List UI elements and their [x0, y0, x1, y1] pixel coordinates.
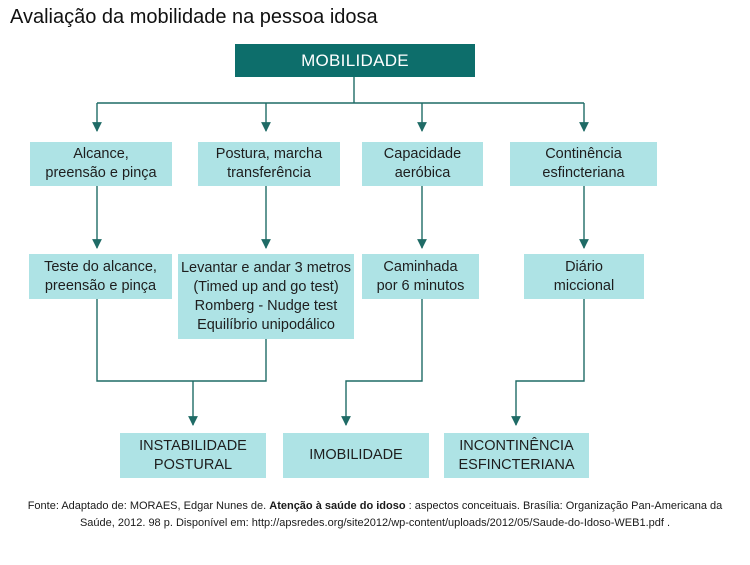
citation-suffix: : aspectos conceituais. Brasília: Organi…	[79, 500, 723, 529]
connector-test-2-merge	[193, 339, 267, 382]
outcome-label: IMOBILIDADE	[309, 447, 403, 463]
root-node-mobilidade: MOBILIDADE	[235, 44, 475, 77]
category-node-continencia: Continência esfincteriana	[510, 142, 657, 186]
outcome-node-incontinencia: INCONTINÊNCIA ESFINCTERIANA	[444, 433, 589, 478]
citation-prefix: Fonte: Adaptado de: MORAES, Edgar Nunes …	[27, 500, 270, 512]
test-node-alcance: Teste do alcance, preensão e pinça	[29, 254, 172, 299]
test-label: Levantar e andar 3 metros (Timed up and …	[180, 259, 352, 333]
category-label: Continência esfincteriana	[542, 146, 625, 181]
category-label: Alcance, preensão e pinça	[45, 146, 157, 181]
root-node-label: MOBILIDADE	[301, 50, 409, 70]
diagram-title: Avaliação da mobilidade na pessoa idosa	[10, 6, 378, 28]
test-label: Teste do alcance, preensão e pinça	[44, 258, 157, 294]
test-node-levantar-andar: Levantar e andar 3 metros (Timed up and …	[178, 254, 354, 339]
category-node-capacidade-aerobica: Capacidade aeróbica	[362, 142, 483, 186]
citation-title: Atenção à saúde do idoso	[269, 500, 406, 512]
test-label: Diário miccional	[553, 258, 615, 294]
test-label: Caminhada por 6 minutos	[376, 258, 465, 294]
category-node-alcance: Alcance, preensão e pinça	[30, 142, 172, 186]
outcome-label: INSTABILIDADE POSTURAL	[139, 437, 247, 473]
category-label: Postura, marcha transferência	[215, 146, 323, 181]
test-node-diario-miccional: Diário miccional	[524, 254, 644, 299]
connector-test-1-merge	[96, 299, 193, 382]
outcome-label: INCONTINÊNCIA ESFINCTERIANA	[458, 437, 575, 473]
outcome-node-instabilidade-postural: INSTABILIDADE POSTURAL	[120, 433, 266, 478]
test-node-caminhada: Caminhada por 6 minutos	[362, 254, 479, 299]
category-node-postura: Postura, marcha transferência	[198, 142, 340, 186]
category-label: Capacidade aeróbica	[383, 146, 462, 181]
source-citation: Fonte: Adaptado de: MORAES, Edgar Nunes …	[20, 498, 730, 532]
outcome-node-imobilidade: IMOBILIDADE	[283, 433, 429, 478]
arrow-to-outcome-2	[341, 299, 423, 426]
arrow-to-outcome-3	[511, 299, 585, 426]
